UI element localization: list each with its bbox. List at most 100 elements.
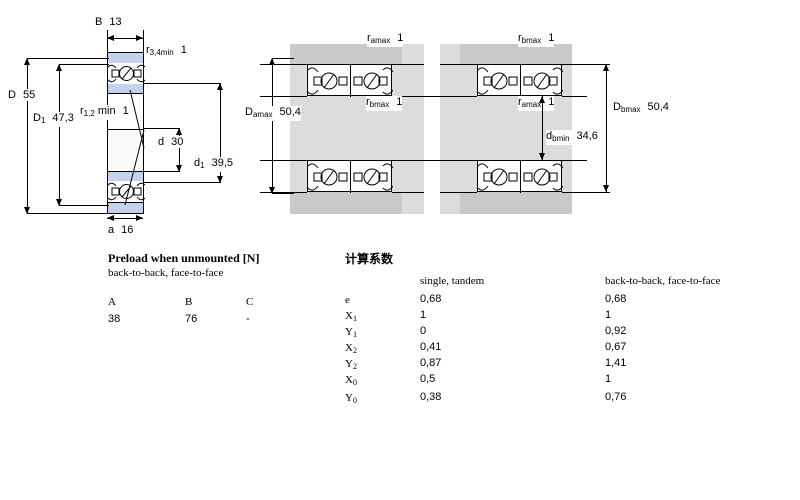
dim-arrow-B-right xyxy=(136,35,143,41)
dim-symbol-B: B xyxy=(95,16,103,28)
dim-value-rbmax-mid: 1 xyxy=(396,96,403,108)
dim-sub-ramax-top: amax xyxy=(370,36,391,45)
dim-arrow-d1-bottom xyxy=(217,176,223,183)
dim-label-ramax-mid: ramax 1 xyxy=(518,96,555,111)
factors-sym-X2: X xyxy=(345,342,353,354)
dim-arrow-B-left xyxy=(107,35,114,41)
ref-line-bot-rc xyxy=(440,192,477,193)
dim-ext-B-left xyxy=(107,30,108,52)
dim-value-D: 55 xyxy=(22,89,36,101)
ref-line-top-rc xyxy=(440,96,477,97)
bearing-pair-bottom xyxy=(307,160,394,193)
ref-line-bot-rd xyxy=(562,192,610,193)
dim-symbol-ramax-mid: r xyxy=(518,96,522,108)
dim-value-rbmax-top: 1 xyxy=(548,32,555,44)
dim-sub-Dbmax: bmax xyxy=(620,105,641,114)
dim-line-D1 xyxy=(59,64,60,206)
dim-symbol-Damax: D xyxy=(245,106,253,118)
ref-line-bot-a xyxy=(260,160,307,161)
dim-symbol-D: D xyxy=(8,89,16,101)
preload-table: Preload when unmounted [N] back-to-back,… xyxy=(0,0,340,500)
dim-label-d: d 30 xyxy=(158,136,184,148)
dim-symbol-ramax-top: r xyxy=(367,32,371,44)
preload-table-subtitle: back-to-back, face-to-face xyxy=(108,267,224,279)
ref-line-bot-c xyxy=(260,192,307,193)
housing-block-bottom xyxy=(290,192,402,214)
ref-line-top-ra xyxy=(440,64,477,65)
dim-line-d xyxy=(179,128,180,172)
dim-value-r12min: 1 xyxy=(122,105,129,117)
factors-sub-X2: 2 xyxy=(352,346,357,355)
dim-symbol-D1: D xyxy=(33,112,41,124)
dim-ext-D1-bottom xyxy=(59,205,109,206)
dim-value-r34min: 1 xyxy=(180,44,187,56)
bearing-pair-top xyxy=(307,64,394,97)
ref-line-bot-b xyxy=(392,160,482,161)
dim-line-Damax xyxy=(272,58,273,194)
dim-line-d1 xyxy=(220,83,221,183)
ball-cage-region-bottom xyxy=(107,181,146,202)
ref-line-top-b xyxy=(392,64,424,65)
dim-value-a: 16 xyxy=(121,224,134,236)
dim-symbol-d: d xyxy=(158,136,165,148)
dim-value-d1: 39,5 xyxy=(211,157,233,169)
dim-symbol-d1: d xyxy=(194,157,201,169)
dim-value-ramax-mid: 1 xyxy=(548,96,555,108)
housing-block-bottom-r xyxy=(460,192,572,214)
dim-line-D xyxy=(27,58,28,214)
contact-angle-leaders xyxy=(124,89,145,206)
dim-ext-d1-top xyxy=(143,83,221,84)
left-bearing-view: B 13 r 3,4min 1 xyxy=(0,0,260,245)
factors-single-tandem-Y0: 0,38 xyxy=(420,391,442,403)
factors-btb-ftf-e: 0,68 xyxy=(605,293,627,305)
dim-ext-Damax-top xyxy=(272,58,294,59)
factors-btb-ftf-X1: 1 xyxy=(605,309,612,321)
factors-sym-X0: X xyxy=(345,374,353,386)
dim-symbol-Dbmax: D xyxy=(613,101,621,113)
factors-col-header-single-tandem: single, tandem xyxy=(420,275,485,287)
dim-ext-B-right xyxy=(143,30,144,52)
housing-block-top xyxy=(290,44,402,64)
dim-sub-ramax-mid: amax xyxy=(521,100,542,109)
bearing-pair-top-glyph xyxy=(307,65,394,97)
factors-sub-X1: 1 xyxy=(352,314,357,323)
factors-sym-Y0: Y xyxy=(345,392,353,404)
factors-row-label-e: e xyxy=(345,294,350,307)
dim-symbol-rbmax-mid: r xyxy=(366,96,370,108)
preload-header-C: C xyxy=(246,296,254,308)
dim-arrow-D1-bottom xyxy=(56,199,62,206)
preload-header-A: A xyxy=(108,296,116,308)
dim-value-d: 30 xyxy=(171,136,184,148)
factors-row-label-X0: X0 xyxy=(345,374,357,387)
factors-btb-ftf-X2: 0,67 xyxy=(605,341,627,353)
factors-single-tandem-Y2: 0,87 xyxy=(420,357,442,369)
dim-arrow-a-left xyxy=(107,215,114,221)
dim-suffix-r12min: min xyxy=(94,105,116,117)
dim-sub-r12min: 1,2 xyxy=(83,109,95,118)
dim-value-B: 13 xyxy=(109,16,122,28)
dim-sub-dbmin: bmin xyxy=(552,134,570,143)
dim-arrow-Damax-bottom xyxy=(269,187,275,194)
dim-symbol-r12min: r xyxy=(80,105,84,117)
factors-row-label-X1: X1 xyxy=(345,310,357,323)
dim-line-B xyxy=(107,38,143,39)
bearing-pair-bottom-r-glyph xyxy=(477,161,564,193)
dim-ext-D-top xyxy=(27,58,109,59)
factors-sub-Y0: 0 xyxy=(352,396,357,405)
bearing-pair-top-r xyxy=(477,64,564,97)
ball-glyph-top xyxy=(107,64,146,83)
spacer-band-r xyxy=(440,44,460,214)
dim-sub-r34min: 3,4min xyxy=(149,48,174,57)
factors-btb-ftf-Y1: 0,92 xyxy=(605,325,627,337)
factors-sym-e: e xyxy=(345,294,350,306)
ref-line-top-c xyxy=(260,96,307,97)
dim-arrow-Dbmax-bottom xyxy=(603,185,609,192)
dim-value-dbmin: 34,6 xyxy=(576,130,598,142)
dim-sub-D1: 1 xyxy=(40,116,46,125)
